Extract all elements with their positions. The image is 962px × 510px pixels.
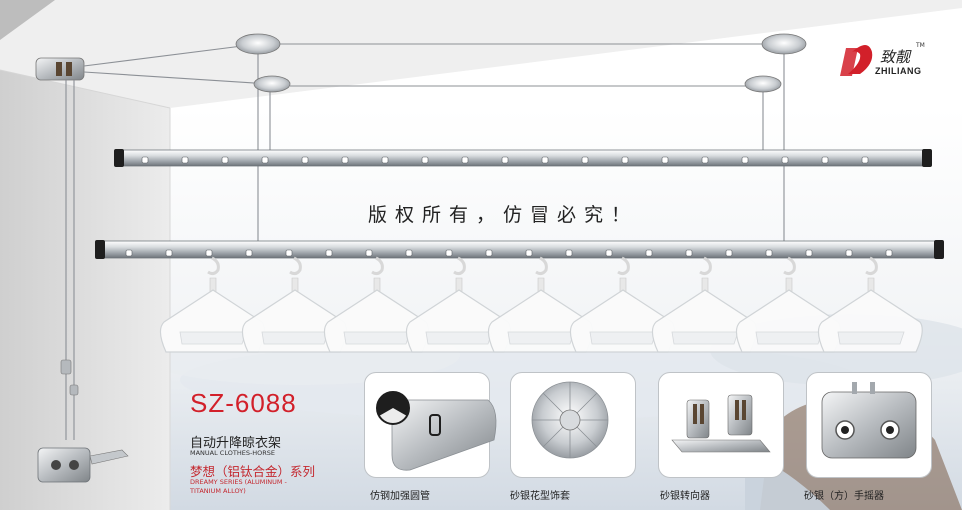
brand-logo-mark <box>840 45 873 76</box>
bar-hole <box>861 156 869 164</box>
product-name-cn: 自动升降晾衣架 <box>190 436 282 451</box>
clothes-hanger <box>487 256 593 353</box>
bar-hole <box>621 156 629 164</box>
wall <box>0 0 170 510</box>
bar-hole <box>685 249 693 257</box>
bar-hole <box>445 249 453 257</box>
bar-hole <box>885 249 893 257</box>
bar-hole <box>581 156 589 164</box>
bar-hole <box>845 249 853 257</box>
clothes-hanger <box>323 256 429 353</box>
bar-hole <box>421 156 429 164</box>
bar-hole <box>221 156 229 164</box>
bar-hole <box>661 156 669 164</box>
clothes-hanger <box>569 256 675 353</box>
bar-hole <box>701 156 709 164</box>
bar-hole <box>181 156 189 164</box>
bar-hole <box>605 249 613 257</box>
cables <box>65 43 785 440</box>
lower-drying-bar <box>95 240 944 259</box>
bar-hole <box>205 249 213 257</box>
hand-crank <box>37 447 129 483</box>
bar-hole <box>485 249 493 257</box>
bar-hole <box>365 249 373 257</box>
upper-drying-bar <box>114 149 932 167</box>
clothes-hanger <box>817 256 923 353</box>
ceiling-pulleys <box>235 33 807 93</box>
feature-card-diverter <box>658 372 784 478</box>
bar-hole <box>325 249 333 257</box>
feature-card-crank <box>806 372 932 478</box>
bar-hole <box>541 156 549 164</box>
series-name-cn: 梦想（铝钛合金）系列 <box>190 464 316 479</box>
bar-hole <box>381 156 389 164</box>
bar-hole <box>405 249 413 257</box>
clothes-hanger <box>241 256 347 353</box>
bar-hole <box>261 156 269 164</box>
bar-hole <box>285 249 293 257</box>
brand-name-en: ZHILIANG <box>875 66 922 76</box>
clothes-hanger <box>405 256 511 353</box>
bar-hole <box>725 249 733 257</box>
brand-trademark: TM <box>916 42 925 49</box>
bar-hole <box>741 156 749 164</box>
bar-hole <box>645 249 653 257</box>
bar-hole <box>765 249 773 257</box>
feature-caption-crank: 砂银（方）手摇器 <box>804 491 884 502</box>
bar-hole <box>461 156 469 164</box>
bar-hole <box>565 249 573 257</box>
bar-hole <box>525 249 533 257</box>
bar-hole <box>301 156 309 164</box>
bar-hole <box>125 249 133 257</box>
bar-hole <box>501 156 509 164</box>
hangers <box>159 256 923 353</box>
feature-caption-tube: 仿钢加强圆管 <box>370 491 430 502</box>
feature-card-flower-cover <box>510 372 636 478</box>
clothes-hanger <box>651 256 757 353</box>
model-number: SZ-6088 <box>190 388 297 418</box>
feature-card-tube <box>364 372 490 478</box>
bar-hole <box>245 249 253 257</box>
feature-caption-diverter: 砂银转向器 <box>660 491 710 502</box>
feature-caption-flower-cover: 砂银花型饰套 <box>510 491 570 502</box>
clothes-hanger <box>735 256 841 353</box>
bar-hole <box>821 156 829 164</box>
brand-name-cn: 致靓 <box>880 48 911 66</box>
bar-hole <box>141 156 149 164</box>
bar-hole <box>781 156 789 164</box>
bar-hole <box>805 249 813 257</box>
bar-hole <box>341 156 349 164</box>
copyright-notice: 版权所有，仿冒必究！ <box>368 204 639 226</box>
product-name-en: MANUAL CLOTHES-HORSE <box>190 449 276 457</box>
bar-hole <box>165 249 173 257</box>
series-name-en: DREAMY SERIES (ALUMINUM - TITANIUM ALLOY… <box>190 478 287 495</box>
